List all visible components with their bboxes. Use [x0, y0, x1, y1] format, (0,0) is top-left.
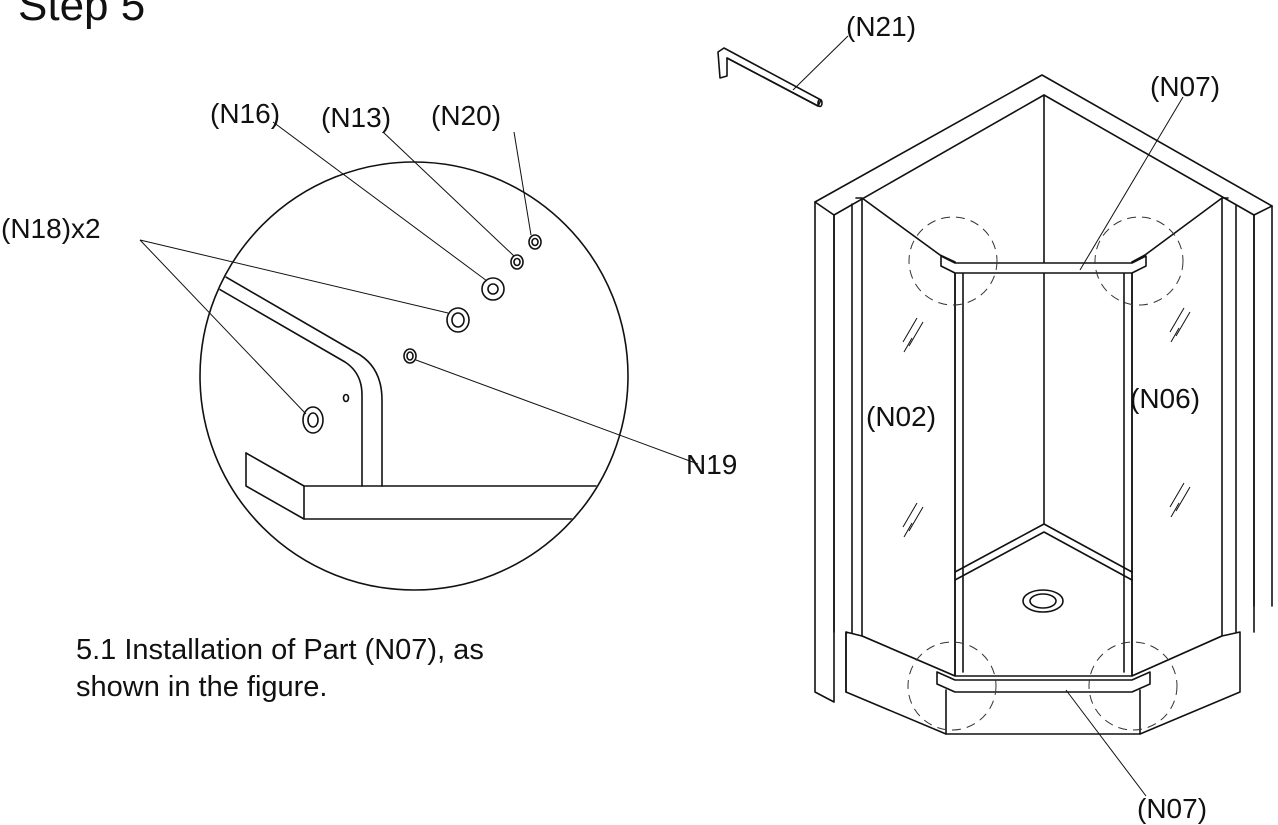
- cap-n20: [528, 234, 542, 250]
- allen-key-n21: [717, 35, 849, 108]
- detail-mark-top-left: [908, 216, 998, 306]
- label-n13: (N13): [321, 102, 391, 133]
- detail-mark-bottom-right: [1088, 641, 1178, 731]
- spacer-n19: [403, 348, 417, 364]
- top-bar-n07: [940, 255, 1147, 274]
- label-n18: (N18)x2: [1, 213, 101, 244]
- panel-edge-outer: [201, 277, 363, 487]
- drain: [1022, 589, 1064, 613]
- panel-edge-inner: [201, 261, 383, 487]
- label-n21: (N21): [846, 11, 916, 42]
- tray-back-edge: [954, 523, 1133, 573]
- detail-mark-top-right: [1094, 216, 1184, 306]
- detail-magnified-view: [139, 121, 699, 591]
- label-n16: (N16): [210, 98, 280, 129]
- bottom-bar-n07: [936, 671, 1151, 693]
- screw-hole: [342, 393, 350, 403]
- side-panel-n06: [1131, 197, 1229, 677]
- washer-n18-lower: [302, 406, 324, 434]
- detail-mark-bottom-left: [907, 641, 997, 731]
- label-n07-bottom: (N07): [1137, 793, 1207, 824]
- glass-hatch-marks: [902, 307, 1191, 538]
- rail-bottom-edge: [245, 452, 627, 520]
- rail-top-edge: [245, 452, 627, 487]
- shower-enclosure: [814, 74, 1273, 797]
- instruction-note: 5.1 Installation of Part (N07), as shown…: [76, 632, 636, 706]
- washer-n16: [481, 277, 505, 301]
- instruction-line-2: shown in the figure.: [76, 671, 328, 703]
- instruction-line-1: 5.1 Installation of Part (N07), as: [76, 634, 484, 666]
- washer-n18-upper: [446, 307, 470, 333]
- nut-n13: [510, 254, 524, 270]
- label-n06: (N06): [1130, 383, 1200, 414]
- label-n20: (N20): [431, 100, 501, 131]
- side-panel-n02: [855, 197, 956, 677]
- step-title: Step 5: [18, 0, 146, 30]
- label-n02: (N02): [866, 401, 936, 432]
- label-n19: N19: [686, 449, 737, 480]
- label-n07-top: (N07): [1150, 71, 1220, 102]
